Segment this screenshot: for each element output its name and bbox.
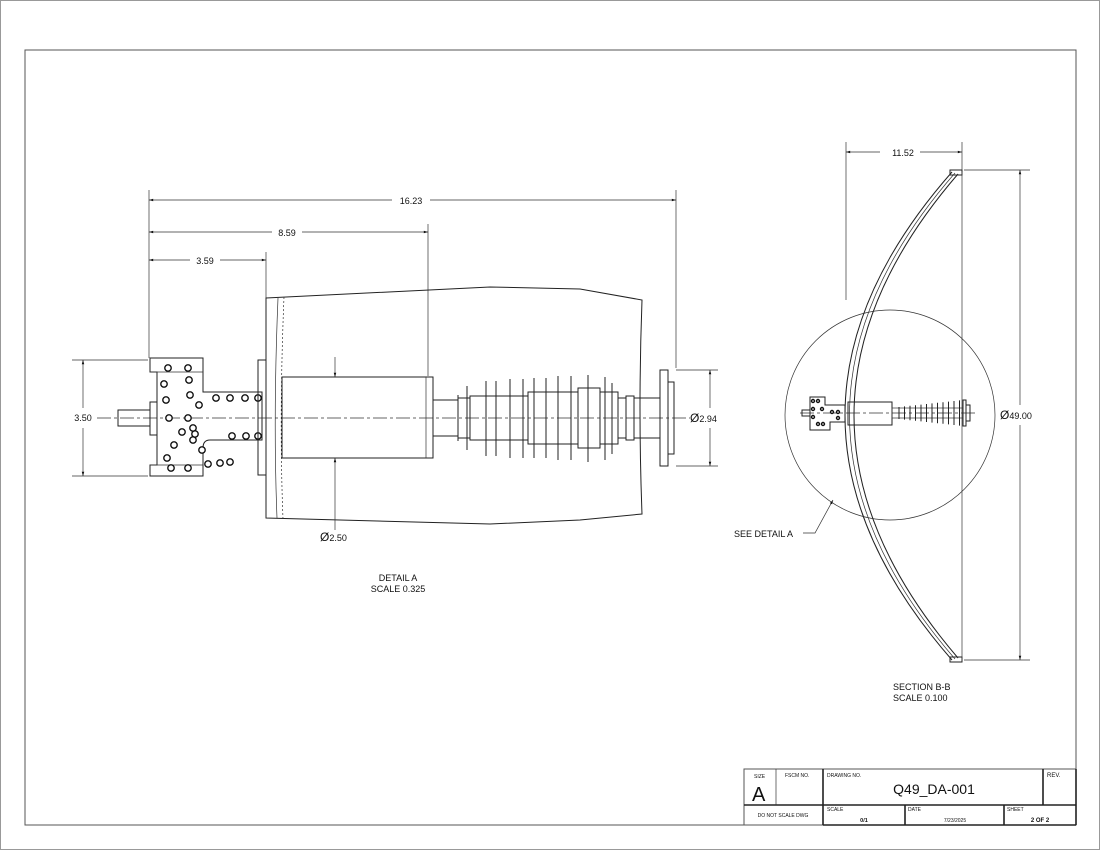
mount-hole [810, 414, 816, 420]
mount-hole [815, 421, 821, 427]
mount-hole [170, 441, 178, 449]
section-bb-title: SECTION B-B [893, 682, 951, 692]
section-bb-scale: SCALE 0.100 [893, 693, 948, 703]
do-not-scale-note: DO NOT SCALE DWG [758, 813, 809, 819]
dim-dish-diameter: Ø49.00 [964, 169, 1032, 661]
title-block: SIZE A FSCM NO. DRAWING NO. Q49_DA-001 R… [743, 768, 1077, 826]
detail-a-view: 16.23 8.59 3.59 3.50 [72, 190, 718, 594]
mount-hole [226, 394, 234, 402]
mount-hole [835, 409, 841, 415]
size-label: SIZE [754, 774, 766, 780]
drawing-no-label: DRAWING NO. [827, 773, 861, 779]
mount-hole [815, 398, 821, 404]
dim-cylinder-diameter: Ø2.50 [320, 357, 347, 544]
svg-text:3.59: 3.59 [196, 256, 214, 266]
see-detail-callout: SEE DETAIL A [734, 499, 834, 539]
dim-overall-length: 16.23 [149, 196, 677, 206]
feed-assembly-mini [800, 396, 975, 431]
svg-text:16.23: 16.23 [400, 196, 423, 206]
mount-hole [165, 414, 173, 422]
mount-hole [212, 394, 220, 402]
mount-hole [835, 415, 841, 421]
dim-depth: 11.52 [845, 142, 963, 300]
svg-text:3.50: 3.50 [74, 413, 92, 423]
mount-hole [164, 364, 172, 372]
scale-label: SCALE [827, 807, 844, 813]
mount-hole [189, 424, 197, 432]
dim-flange-diameter: Ø2.94 [676, 369, 718, 467]
mount-hole [162, 396, 170, 404]
dim-plate: 3.59 [149, 256, 266, 266]
mount-hole [184, 414, 192, 422]
mount-hole [186, 391, 194, 399]
date-value: 7/23/2025 [944, 818, 966, 824]
date-label: DATE [908, 807, 922, 813]
svg-text:SEE DETAIL A: SEE DETAIL A [734, 529, 793, 539]
mount-hole [242, 432, 250, 440]
cylinder [281, 376, 434, 459]
mount-hole [184, 364, 192, 372]
mount-hole [167, 464, 175, 472]
mount-hole [810, 406, 816, 412]
mount-hole [810, 398, 816, 404]
svg-text:Ø49.00: Ø49.00 [1000, 408, 1032, 422]
svg-text:Ø2.50: Ø2.50 [320, 530, 347, 544]
svg-text:8.59: 8.59 [278, 228, 296, 238]
mount-hole [160, 380, 168, 388]
feed-fins [432, 375, 627, 462]
svg-text:11.52: 11.52 [892, 148, 914, 158]
svg-text:Ø2.94: Ø2.94 [690, 411, 717, 425]
mount-hole [198, 446, 206, 454]
drawing-number: Q49_DA-001 [893, 781, 975, 797]
mount-hole [241, 394, 249, 402]
mount-hole [829, 409, 835, 415]
fscm-label: FSCM NO. [785, 773, 809, 779]
mount-hole [228, 432, 236, 440]
rev-label: REV. [1047, 773, 1061, 779]
detail-a-title: DETAIL A [379, 573, 418, 583]
mount-hole [216, 459, 224, 467]
drawing-frame [24, 49, 1077, 826]
radome-shell [265, 286, 643, 525]
mount-hole [819, 406, 825, 412]
sheet-value: 2 OF 2 [1031, 818, 1050, 824]
mount-hole [204, 460, 212, 468]
mount-hole [185, 376, 193, 384]
size-value: A [752, 784, 766, 806]
scale-value: 0/1 [860, 818, 868, 824]
dim-cylinder-end: 8.59 [149, 228, 428, 238]
sheet-label: SHEET [1007, 807, 1024, 813]
mount-hole [195, 401, 203, 409]
mount-hole [184, 464, 192, 472]
mount-hole [178, 428, 186, 436]
detail-circle [784, 309, 996, 521]
section-bb-view: 11.52 Ø49.00 SEE DETAIL A SECTION B-B SC… [734, 142, 1032, 703]
mount-hole [226, 458, 234, 466]
detail-a-scale: SCALE 0.325 [371, 584, 426, 594]
dim-mount-height: 3.50 [72, 359, 148, 477]
mount-hole [820, 421, 826, 427]
mount-hole [163, 454, 171, 462]
